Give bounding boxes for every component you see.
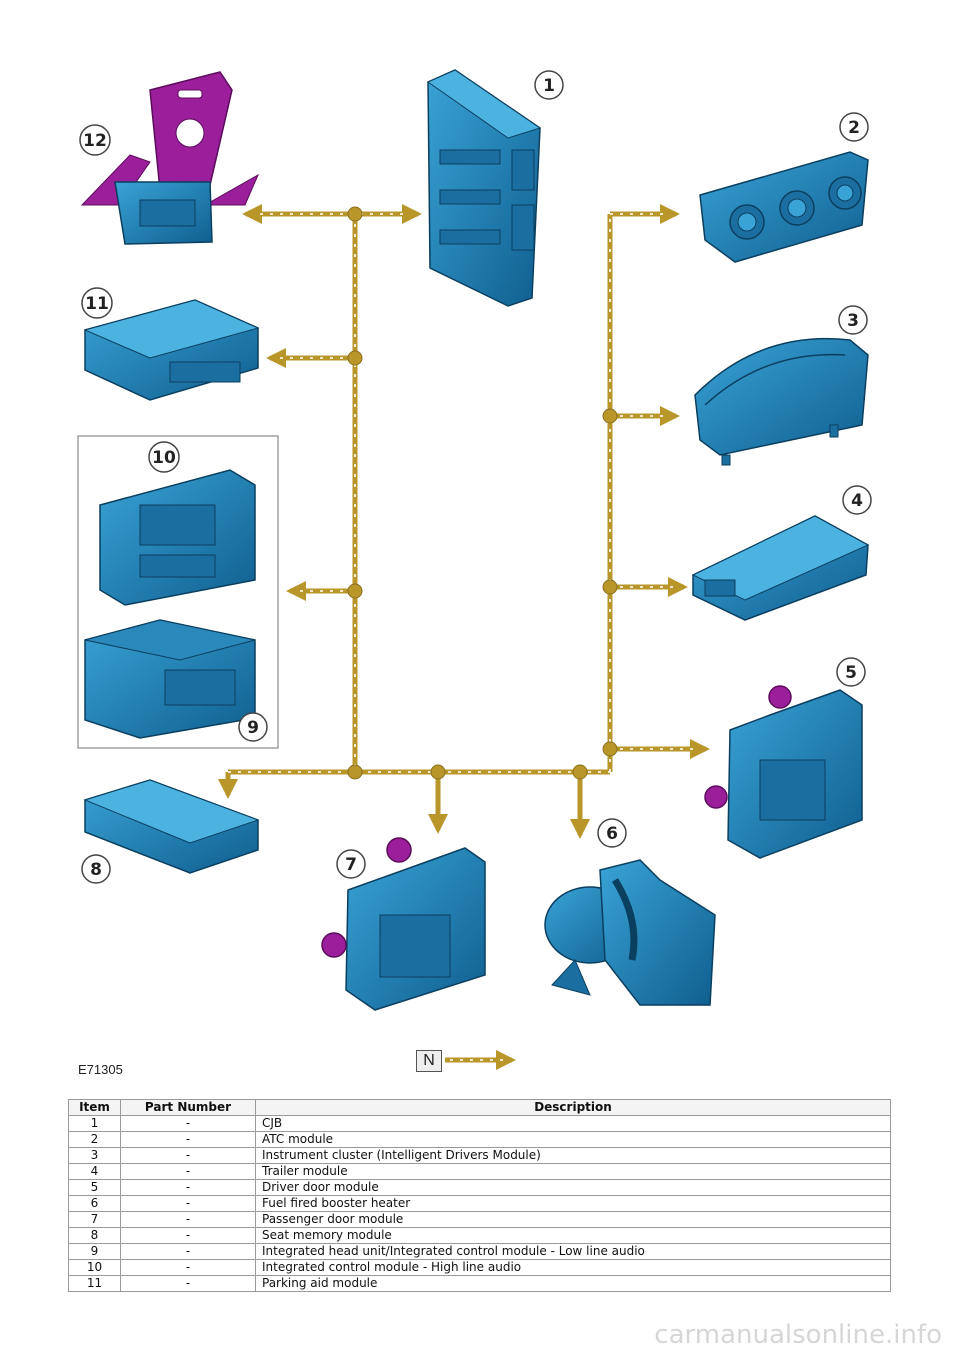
cell-description: Integrated control module - High line au… xyxy=(255,1259,891,1276)
table-row: 3-Instrument cluster (Intelligent Driver… xyxy=(68,1147,891,1164)
module-8-illustration xyxy=(83,779,260,874)
cell-item: 7 xyxy=(68,1211,121,1228)
cell-part-number: - xyxy=(120,1131,256,1148)
callout-8: 8 xyxy=(81,854,111,884)
table-row: 4-Trailer module xyxy=(68,1163,891,1180)
cell-item: 2 xyxy=(68,1131,121,1148)
callout-9: 9 xyxy=(238,712,268,742)
svg-text:3: 3 xyxy=(847,311,859,331)
cell-part-number: - xyxy=(120,1147,256,1164)
module-12-illustration xyxy=(80,71,260,245)
cell-item: 9 xyxy=(68,1243,121,1260)
svg-text:4: 4 xyxy=(851,491,863,511)
cell-description: Parking aid module xyxy=(255,1275,891,1292)
table-row: 1-CJB xyxy=(68,1115,891,1132)
cell-item: 5 xyxy=(68,1179,121,1196)
cell-item: 6 xyxy=(68,1195,121,1212)
cell-part-number: - xyxy=(120,1275,256,1292)
cell-part-number: - xyxy=(120,1163,256,1180)
cell-description: ATC module xyxy=(255,1131,891,1148)
callout-2: 2 xyxy=(839,112,869,142)
bus-lines xyxy=(218,204,710,839)
callout-6: 6 xyxy=(597,818,627,848)
header-description: Description xyxy=(255,1099,891,1116)
header-part-number: Part Number xyxy=(120,1099,256,1116)
cell-description: Trailer module xyxy=(255,1163,891,1180)
cell-description: Fuel fired booster heater xyxy=(255,1195,891,1212)
svg-text:12: 12 xyxy=(83,131,107,151)
bus-junctions xyxy=(347,206,618,780)
module-3-illustration xyxy=(694,337,869,466)
watermark: carmanualsonline.info xyxy=(654,1320,942,1350)
callout-1: 1 xyxy=(534,70,564,100)
cell-part-number: - xyxy=(120,1211,256,1228)
table-row: 6-Fuel fired booster heater xyxy=(68,1195,891,1212)
module-5-illustration xyxy=(704,685,863,859)
header-item: Item xyxy=(68,1099,121,1116)
figure-id: E71305 xyxy=(78,1062,123,1077)
svg-text:10: 10 xyxy=(152,448,176,468)
svg-text:1: 1 xyxy=(543,76,555,96)
cell-description: Seat memory module xyxy=(255,1227,891,1244)
module-11-illustration xyxy=(83,299,260,401)
svg-text:11: 11 xyxy=(85,294,109,314)
cell-part-number: - xyxy=(120,1179,256,1196)
callout-12: 12 xyxy=(79,124,111,156)
callout-3: 3 xyxy=(838,305,868,335)
module-9-illustration xyxy=(84,619,256,739)
cell-description: Driver door module xyxy=(255,1179,891,1196)
table-row: 11-Parking aid module xyxy=(68,1275,891,1292)
cell-item: 3 xyxy=(68,1147,121,1164)
svg-text:5: 5 xyxy=(845,663,857,683)
cell-part-number: - xyxy=(120,1227,256,1244)
svg-text:9: 9 xyxy=(247,718,259,738)
callout-10: 10 xyxy=(148,441,180,473)
table-header-row: Item Part Number Description xyxy=(68,1099,891,1116)
module-6-illustration xyxy=(544,859,716,1006)
cell-description: Instrument cluster (Intelligent Drivers … xyxy=(255,1147,891,1164)
callout-5: 5 xyxy=(836,657,866,687)
cell-part-number: - xyxy=(120,1195,256,1212)
table-row: 2-ATC module xyxy=(68,1131,891,1148)
parts-table: Item Part Number Description 1-CJB 2-ATC… xyxy=(68,1099,891,1292)
module-4-illustration xyxy=(691,515,870,621)
cell-description: Integrated head unit/Integrated control … xyxy=(255,1243,891,1260)
module-2-illustration xyxy=(699,151,869,263)
svg-text:7: 7 xyxy=(345,855,357,875)
table-row: 10-Integrated control module - High line… xyxy=(68,1259,891,1276)
cell-item: 4 xyxy=(68,1163,121,1180)
cell-item: 8 xyxy=(68,1227,121,1244)
module-10-illustration xyxy=(99,469,256,606)
cell-item: 11 xyxy=(68,1275,121,1292)
svg-text:6: 6 xyxy=(606,824,618,844)
callout-4: 4 xyxy=(842,485,872,515)
north-label: N xyxy=(416,1050,442,1072)
cell-part-number: - xyxy=(120,1243,256,1260)
cell-part-number: - xyxy=(120,1115,256,1132)
table-row: 8-Seat memory module xyxy=(68,1227,891,1244)
cell-part-number: - xyxy=(120,1259,256,1276)
cell-description: CJB xyxy=(255,1115,891,1132)
cell-item: 10 xyxy=(68,1259,121,1276)
module-9-10-frame xyxy=(77,435,279,749)
cell-item: 1 xyxy=(68,1115,121,1132)
module-7-illustration xyxy=(321,837,486,1011)
svg-text:8: 8 xyxy=(90,860,102,880)
svg-text:2: 2 xyxy=(848,118,860,138)
bus-dashes xyxy=(228,213,698,773)
cell-description: Passenger door module xyxy=(255,1211,891,1228)
table-row: 5-Driver door module xyxy=(68,1179,891,1196)
callout-11: 11 xyxy=(81,287,113,319)
callout-7: 7 xyxy=(336,849,366,879)
network-diagram: 1 2 3 4 5 6 7 8 9 10 11 12 xyxy=(77,69,872,1070)
table-row: 7-Passenger door module xyxy=(68,1211,891,1228)
table-row: 9-Integrated head unit/Integrated contro… xyxy=(68,1243,891,1260)
module-1-illustration xyxy=(426,69,542,307)
